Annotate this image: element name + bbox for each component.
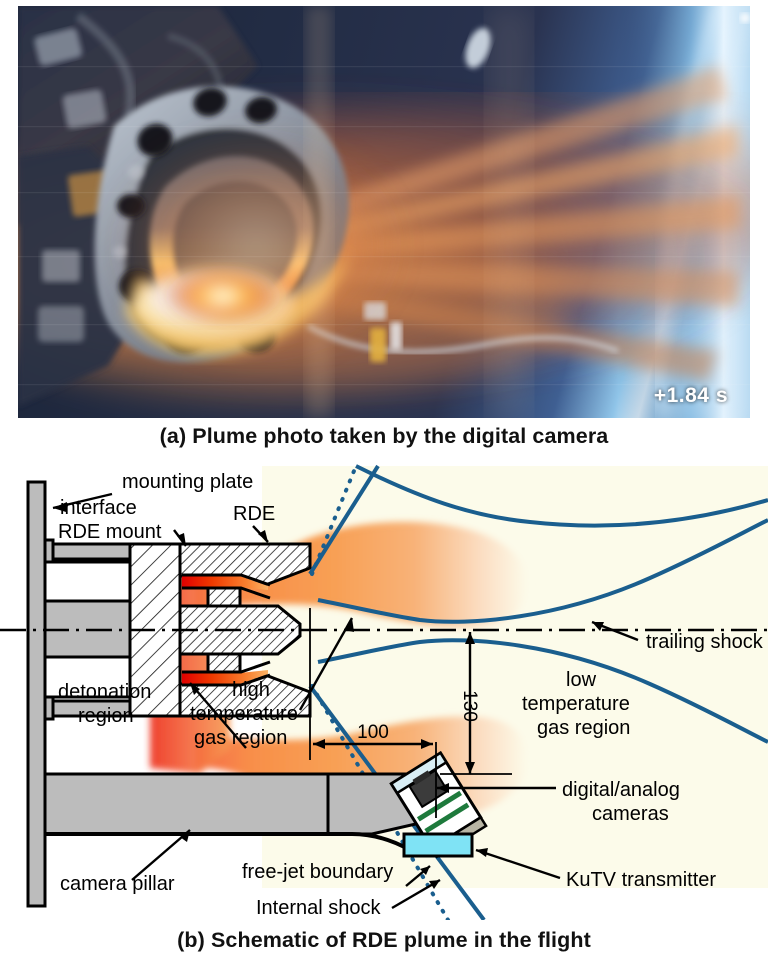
label-camera-pillar: camera pillar — [60, 873, 175, 895]
label-temperature-2: temperature — [522, 693, 630, 715]
outer-shock-upper — [355, 464, 768, 528]
mounting-plate — [26, 480, 47, 908]
label-internal-shock: Internal shock — [256, 897, 382, 919]
label-trailing-shock: trailing shock — [646, 631, 764, 653]
dimension-130-label: 130 — [459, 690, 480, 722]
panel-b-caption: (b) Schematic of RDE plume in the flight — [177, 928, 591, 952]
label-temperature: temperature — [190, 703, 298, 725]
label-detonation-2: region — [78, 705, 134, 727]
dimension-100: 100 — [309, 608, 437, 818]
dimension-130: 130 — [440, 632, 512, 775]
label-low: low — [566, 669, 597, 691]
leader-lines — [52, 492, 639, 910]
trailing-shock-upper — [317, 518, 768, 624]
label-high: high — [232, 679, 270, 701]
label-digital-analog: digital/analog — [562, 779, 680, 801]
label-mounting-plate: mounting plate — [122, 471, 253, 493]
label-kutv-transmitter: KuTV transmitter — [566, 869, 716, 891]
label-cameras: cameras — [592, 803, 669, 825]
schematic-drawing: 100 130 mounting plate interface R — [0, 464, 768, 920]
schematic-panel: 100 130 mounting plate interface R — [0, 458, 768, 920]
kutv-transmitter — [402, 832, 474, 858]
label-gas-region: gas region — [194, 727, 287, 749]
label-gas-region-2: gas region — [537, 717, 630, 739]
label-rde-mount: RDE mount — [58, 521, 162, 543]
label-detonation-1: detonation — [58, 681, 151, 703]
internal-shock-upper — [308, 464, 380, 576]
plume-photo-panel: +1.84 s — [18, 6, 750, 418]
dimension-100-label: 100 — [357, 722, 389, 743]
panel-a-caption: (a) Plume photo taken by the digital cam… — [159, 424, 609, 448]
label-rde: RDE — [233, 503, 275, 525]
label-free-jet-boundary: free-jet boundary — [242, 861, 393, 883]
trailing-shock-lower — [317, 638, 768, 744]
label-interface: interface — [60, 497, 137, 519]
plume-photo-image — [18, 6, 750, 418]
camera-pillar — [43, 772, 445, 852]
detonation-channel — [182, 573, 271, 687]
photo-timestamp: +1.84 s — [653, 384, 728, 407]
